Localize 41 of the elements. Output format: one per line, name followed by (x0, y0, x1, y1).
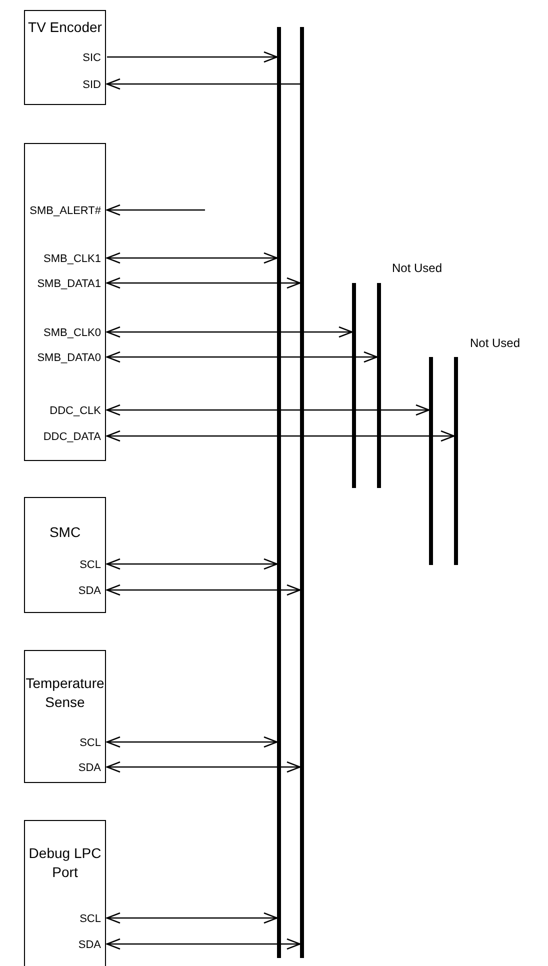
component-box (24, 10, 106, 105)
component-name: SMC (48, 523, 82, 542)
pin-label: DDC_CLK (50, 404, 101, 418)
pin-label: DDC_DATA (43, 430, 101, 444)
component-box (24, 497, 106, 613)
signal-arrow (106, 326, 353, 338)
pin-label: SMB_CLK1 (44, 252, 101, 266)
signal-arrow (106, 938, 301, 950)
component-box (24, 650, 106, 783)
pin-label: SMB_ALERT# (30, 204, 101, 218)
pin-label: SMB_DATA1 (37, 277, 101, 291)
component-box (24, 820, 106, 966)
pin-label: SID (82, 78, 101, 92)
signal-arrow (106, 351, 378, 363)
pin-label: SDA (78, 761, 101, 775)
bus-label: Not Used (470, 336, 520, 350)
signal-arrow (106, 252, 278, 264)
pin-label: SCL (80, 912, 101, 926)
signal-arrow (106, 584, 301, 596)
signal-arrow (107, 51, 278, 63)
signal-arrow (106, 761, 301, 773)
bus-label: Not Used (392, 261, 442, 275)
pin-label: SDA (78, 938, 101, 952)
pin-label: SMB_DATA0 (37, 351, 101, 365)
pin-label: SMB_CLK0 (44, 326, 101, 340)
pin-label: SCL (80, 558, 101, 572)
signal-arrow (106, 912, 278, 924)
signal-arrow (106, 430, 455, 442)
pin-label: SDA (78, 584, 101, 598)
pin-label: SCL (80, 736, 101, 750)
component-name: TV Encoder (27, 18, 103, 37)
signal-arrow (106, 277, 301, 289)
signal-arrow (106, 78, 300, 90)
signal-arrow (106, 204, 205, 216)
pin-label: SIC (82, 51, 101, 65)
signal-arrow (106, 558, 278, 570)
signal-arrow (106, 736, 278, 748)
component-name: Debug LPC Port (28, 844, 102, 882)
component-name: Temperature Sense (25, 674, 105, 712)
component-box (24, 143, 106, 461)
signal-arrow (106, 404, 430, 416)
